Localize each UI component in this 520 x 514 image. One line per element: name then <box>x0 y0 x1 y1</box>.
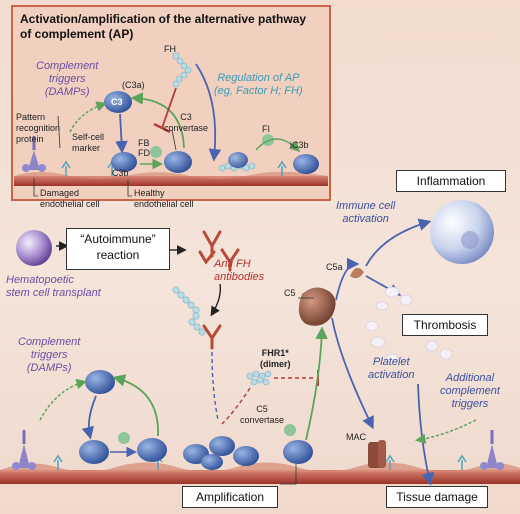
fh-chain-free <box>172 286 206 336</box>
main-complement-triggers: Complement triggers (DAMPs) <box>18 336 81 374</box>
c3a-label: (C3a) <box>122 80 145 90</box>
factor-h-chain <box>172 52 192 88</box>
regulation-label: Regulation of AP (eg, Factor H; FH) <box>214 72 303 97</box>
additional-triggers-label: Additional complement triggers <box>440 372 500 410</box>
autoimmune-reaction-box: “Autoimmune” reaction <box>66 228 170 270</box>
immune-cell <box>430 200 494 264</box>
ic3b-molecule <box>293 154 319 174</box>
anti-fh-antibody <box>198 230 240 272</box>
tissue-damage-box: Tissue damage <box>386 486 488 508</box>
amplification-box: Amplification <box>182 486 278 508</box>
immune-activation-label: Immune cell activation <box>336 200 396 225</box>
main-c3 <box>85 370 115 394</box>
main-prp-right <box>480 430 504 470</box>
inflammation-box: Inflammation <box>396 170 506 192</box>
c3b-molecule <box>111 152 137 172</box>
c3-label: C3 <box>111 97 123 107</box>
mac-complex <box>368 440 386 468</box>
c5-label: C5 <box>284 288 296 298</box>
main-c3-convertase <box>137 438 167 462</box>
fd-label: FD <box>138 148 150 158</box>
c5-convertase-label: C5 convertase <box>240 404 285 425</box>
fb-label: FB <box>138 138 150 148</box>
inset-complement-triggers: Complement triggers (DAMPs) <box>36 60 99 98</box>
main-c3b <box>79 440 109 464</box>
thrombosis-box: Thrombosis <box>402 314 488 336</box>
hsct-label: Hematopoetic stem cell transplant <box>6 274 101 299</box>
fhr1-label: FHR1* (dimer) <box>260 348 291 369</box>
pattern-recognition-protein <box>22 136 46 172</box>
c3b-label: C3b <box>112 168 129 178</box>
fh-label: FH <box>164 44 176 54</box>
c5a-label: C5a <box>326 262 343 272</box>
damaged-cell-label: Damaged endothelial cell <box>40 188 100 209</box>
c5-molecule <box>298 287 336 326</box>
inset-membrane <box>14 176 328 186</box>
main-membrane <box>0 470 520 484</box>
healthy-cell-label: Healthy endothelial cell <box>134 188 194 209</box>
anti-fh-label: Anti FH antibodies <box>214 258 265 283</box>
c5a-molecule <box>350 267 364 279</box>
platelet-activation-label: Platelet activation <box>368 356 415 381</box>
platelets <box>365 286 453 363</box>
self-cell-marker <box>61 160 117 176</box>
fi-label: FI <box>262 124 270 134</box>
main-prp-left <box>12 430 36 470</box>
mac-label: MAC <box>346 432 366 442</box>
main-self-markers <box>53 454 467 470</box>
inset-title: Activation/amplification of the alternat… <box>20 12 307 41</box>
hsct-cell <box>16 230 52 266</box>
fhr1-dimer <box>246 370 272 386</box>
c3-convertase-label: C3 convertase <box>164 112 209 133</box>
c3-convertase-complex <box>150 146 192 173</box>
amplification-cluster <box>183 436 259 470</box>
pattern-recognition-label: Pattern recognition protein <box>16 112 61 144</box>
ic3b-label: iC3b <box>290 140 309 150</box>
self-cell-marker-label: Self-cell marker <box>72 132 105 153</box>
c3-molecule <box>104 91 132 113</box>
c5-convertase <box>283 440 313 464</box>
